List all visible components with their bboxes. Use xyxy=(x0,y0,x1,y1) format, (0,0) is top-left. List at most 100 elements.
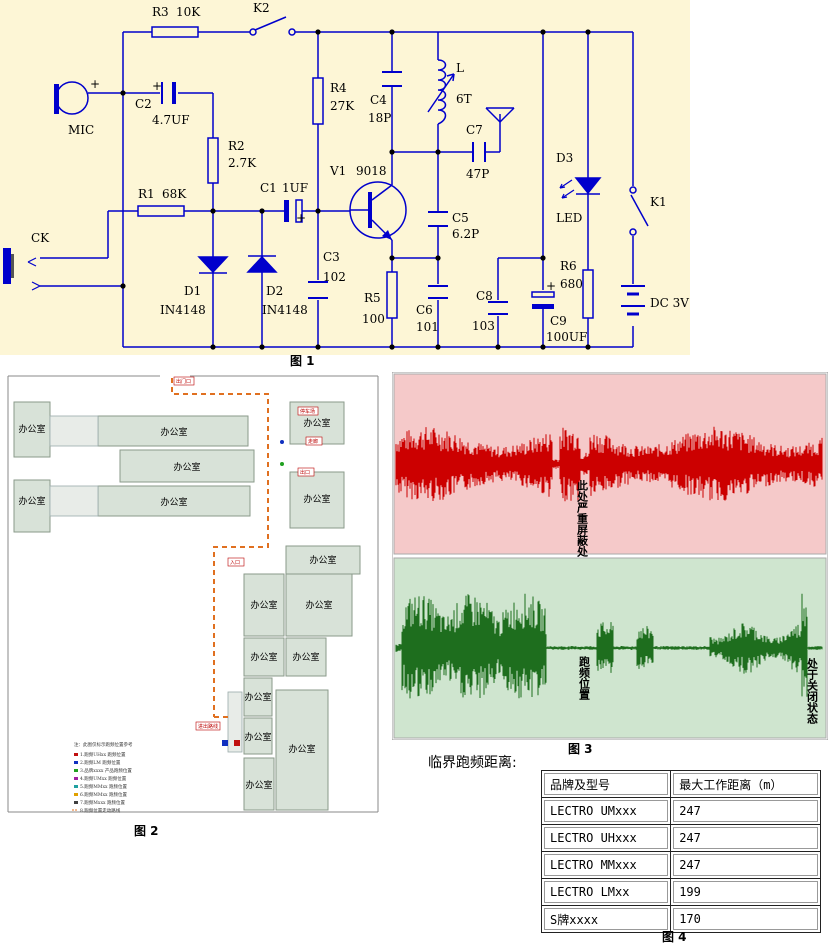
position-markers xyxy=(222,440,284,746)
label-r2: R2 xyxy=(228,139,245,153)
table-row: LECTRO UHxxx 247 xyxy=(540,824,821,852)
legend-item: 2.跑频LM 跑频位置 xyxy=(80,759,121,766)
marker-label: 入口 xyxy=(230,560,240,566)
red-waveform xyxy=(395,426,823,502)
legend-swatches xyxy=(72,753,78,811)
led-emission-icon xyxy=(559,179,575,199)
label-r6: R6 xyxy=(560,259,577,273)
jump-position-label: 跑频位置 xyxy=(578,655,591,700)
office-label: 办公室 xyxy=(305,599,332,611)
label-c3: C3 xyxy=(323,250,340,264)
label-led: LED xyxy=(556,211,582,225)
office-label: 办公室 xyxy=(245,779,272,791)
resistor-r4 xyxy=(312,77,324,125)
inductor-icon xyxy=(427,59,455,125)
resistor-r3 xyxy=(151,26,199,38)
label-d1-value: IN4148 xyxy=(160,303,206,317)
label-k1: K1 xyxy=(650,195,667,209)
office-label: 办公室 xyxy=(303,417,330,429)
table-cell: 170 xyxy=(670,905,821,933)
label-r1-value: 68K xyxy=(162,187,187,201)
critical-distance-label: 临界跑频距离: xyxy=(428,755,517,771)
table-header-cell: 最大工作距离（m） xyxy=(670,770,821,798)
marker-label: 停车场 xyxy=(300,408,315,415)
resistor-r1 xyxy=(137,205,185,217)
label-mic-plus: + xyxy=(90,77,100,91)
label-c9-plus: + xyxy=(546,279,556,293)
office-label: 办公室 xyxy=(18,495,45,507)
table-row: LECTRO LMxx 199 xyxy=(540,878,821,906)
label-c1-value: 1UF xyxy=(282,181,308,195)
jack-icon xyxy=(3,248,41,291)
label-r2-value: 2.7K xyxy=(228,156,257,170)
legend-item: 8.跑频位置走动路线 xyxy=(80,807,121,814)
marker-label: 走廊 xyxy=(308,438,318,445)
label-l: L xyxy=(456,61,464,75)
circuit-svg: R3 10K K2 + + MIC C2 4.7UF R2 2.7K R4 27… xyxy=(3,1,689,350)
table-cell: 247 xyxy=(670,824,821,852)
waveform-figure: 此处严重屏蔽处 跑频位置 处于关闭状态 xyxy=(391,371,829,741)
legend-item: 1.跑频UHxx 跑频位置 xyxy=(80,751,126,758)
distance-table: 品牌及型号 最大工作距离（m） LECTRO UMxxx 247 LECTRO … xyxy=(540,770,821,933)
label-d2: D2 xyxy=(266,284,283,298)
legend-item: 6.跑频MMxx 跑频位置 xyxy=(80,791,128,798)
label-r5: R5 xyxy=(364,291,381,305)
table-cell: 247 xyxy=(670,851,821,879)
label-c5-value: 6.2P xyxy=(452,227,479,241)
green-waveform xyxy=(395,593,823,699)
transistor-icon xyxy=(349,181,407,241)
label-d2-value: IN4148 xyxy=(262,303,308,317)
legend-item: 注：此图仅标示跑频位置参考 xyxy=(74,741,133,748)
label-r6-value: 680 xyxy=(560,277,583,291)
office-label: 办公室 xyxy=(18,423,45,435)
office-label: 办公室 xyxy=(244,691,271,703)
label-r4-value: 27K xyxy=(330,99,355,113)
label-mic: MIC xyxy=(68,123,94,137)
legend-item: 3.品牌xxxx 产品跑频位置 xyxy=(80,767,132,774)
label-c6-value: 101 xyxy=(416,320,439,334)
legend-item: 5.跑频MMxx 跑频位置 xyxy=(80,783,128,790)
battery-icon xyxy=(621,285,645,316)
label-c6: C6 xyxy=(416,303,433,317)
waveform-svg: 此处严重屏蔽处 跑频位置 处于关闭状态 xyxy=(391,371,829,741)
office-label: 办公室 xyxy=(173,461,200,473)
label-c1-plus: + xyxy=(296,211,306,225)
table-cell: LECTRO LMxx xyxy=(540,878,672,906)
label-r1: R1 xyxy=(138,187,155,201)
marker-label: 出门口 xyxy=(176,378,191,385)
mic-icon xyxy=(54,81,89,115)
label-c2: C2 xyxy=(135,97,152,111)
office-label: 办公室 xyxy=(160,496,187,508)
legend-item: 4.跑频UMxx 跑频位置 xyxy=(80,775,127,782)
label-d1: D1 xyxy=(184,284,201,298)
figure2-caption: 图 2 xyxy=(134,824,159,838)
circuit-schematic: R3 10K K2 + + MIC C2 4.7UF R2 2.7K R4 27… xyxy=(0,0,690,355)
table-cell: LECTRO MMxxx xyxy=(540,851,672,879)
label-d3: D3 xyxy=(556,151,573,165)
office-label: 办公室 xyxy=(250,651,277,663)
marker-label: 进出路线 xyxy=(198,723,218,730)
shield-label: 此处严重屏蔽处 xyxy=(576,479,590,558)
table-row: S牌xxxx 170 xyxy=(540,905,821,933)
table-header-cell: 品牌及型号 xyxy=(540,770,672,798)
table-row: LECTRO MMxxx 247 xyxy=(540,851,821,879)
label-r5-value: 100 xyxy=(362,312,385,326)
label-c7-value: 47P xyxy=(466,167,489,181)
label-v1: V1 xyxy=(329,164,346,178)
floor-plan-svg: 办公室 办公室 办公室 办公室 办公室 办公室 办公室 办公室 办公室 办公室 … xyxy=(0,372,380,822)
label-c7: C7 xyxy=(466,123,483,137)
led-d3 xyxy=(574,177,602,195)
label-c2-value: 4.7UF xyxy=(152,113,190,127)
label-r4: R4 xyxy=(330,81,347,95)
label-c4: C4 xyxy=(370,93,387,107)
resistor-r2 xyxy=(207,137,219,184)
label-c4-value: 18P xyxy=(368,111,391,125)
label-c9-value: 100UF xyxy=(546,330,587,344)
table-row: LECTRO UMxxx 247 xyxy=(540,797,821,825)
label-r3-value: 10K xyxy=(176,5,201,19)
diode-d2 xyxy=(246,255,278,273)
label-c8-value: 103 xyxy=(472,319,495,333)
label-dc: DC 3V xyxy=(650,296,689,310)
floor-plan: 办公室 办公室 办公室 办公室 办公室 办公室 办公室 办公室 办公室 办公室 … xyxy=(0,372,380,822)
label-c8: C8 xyxy=(476,289,493,303)
